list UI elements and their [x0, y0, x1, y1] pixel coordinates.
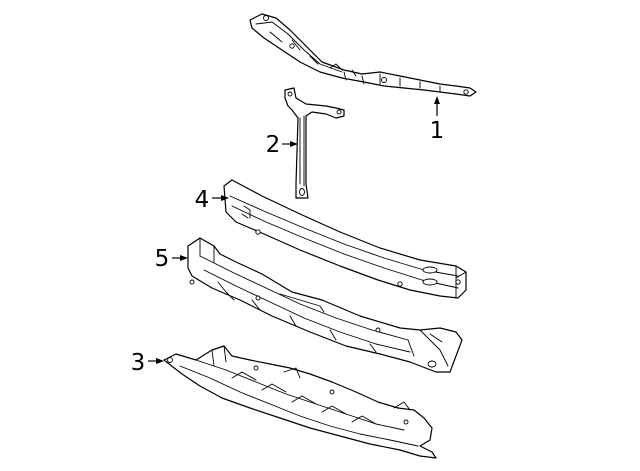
callout-1-label: 1	[430, 118, 445, 144]
callout-5: 5	[155, 246, 188, 272]
callout-2-arrowhead	[290, 141, 298, 147]
part-2-center-bracket	[284, 87, 345, 199]
callout-1-arrowhead	[434, 96, 440, 104]
part-1-upper-tie-bar	[249, 13, 477, 97]
callout-4-arrowhead	[221, 195, 229, 201]
callout-3-arrowhead	[156, 358, 164, 364]
part-3-air-deflector	[163, 345, 437, 459]
callout-4-label: 4	[195, 187, 210, 213]
callout-3: 3	[131, 350, 164, 376]
callout-5-label: 5	[155, 246, 170, 272]
callout-4: 4	[195, 187, 229, 213]
callout-3-label: 3	[131, 350, 146, 376]
part-4-impact-bar	[223, 179, 467, 299]
callout-5-arrowhead	[180, 255, 188, 261]
callout-2-label: 2	[266, 132, 281, 158]
part-5-energy-absorber	[187, 237, 463, 373]
callout-1: 1	[430, 96, 445, 144]
callout-2: 2	[266, 132, 298, 158]
